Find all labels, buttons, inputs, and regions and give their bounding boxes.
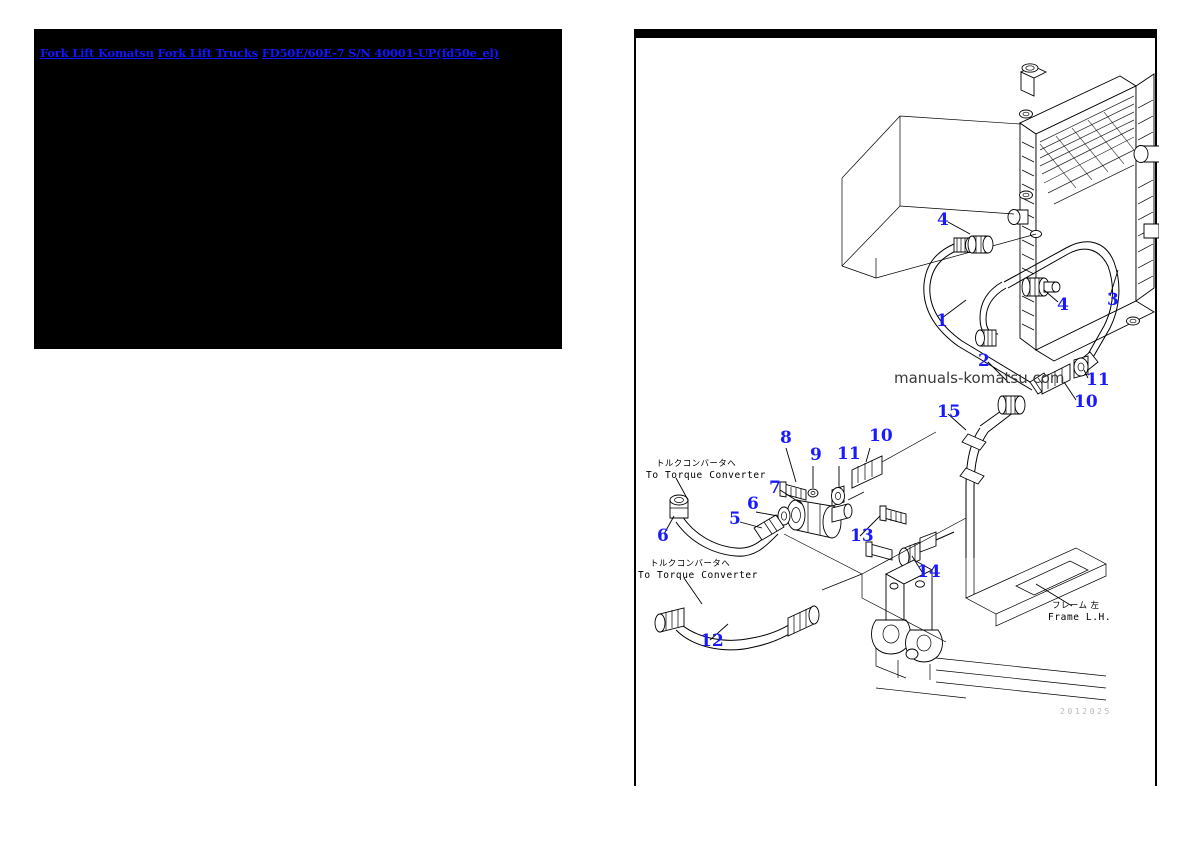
callout-label: 10 — [1074, 392, 1098, 412]
parts-diagram-panel: manuals-komatsu.com トルクコンバータへ To Torque … — [634, 29, 1159, 786]
annotation-jp-text: トルクコンバータへ — [650, 559, 730, 569]
hose-assembly-item-5 — [669, 494, 785, 557]
callout-label: 12 — [700, 631, 724, 651]
annotation-to-torque-converter-lower: トルクコンバータへ To Torque Converter — [638, 559, 758, 581]
callout-label: 4 — [1057, 295, 1069, 315]
breadcrumb: Fork Lift Komatsu Fork Lift Trucks FD50E… — [40, 47, 556, 60]
breadcrumb-link-catalog[interactable]: Fork Lift Komatsu — [40, 46, 154, 60]
hose-assembly-item-12 — [654, 605, 820, 651]
frame-left-hand-part — [871, 547, 1107, 701]
radiator-assembly — [1007, 63, 1159, 362]
callout-label: 2 — [978, 351, 990, 371]
callout-label: 6 — [657, 526, 669, 546]
annotation-jp-text: フレーム 左 — [1052, 600, 1099, 611]
drawing-number: 2012025 — [1060, 707, 1112, 716]
callout-label: 3 — [1107, 290, 1119, 310]
callout-label: 1 — [936, 311, 948, 331]
preview-panel: Fork Lift Komatsu Fork Lift Trucks FD50E… — [34, 29, 562, 349]
bracket-items-13-14 — [865, 505, 955, 567]
callout-leader-lines — [663, 221, 1119, 641]
watermark-text: manuals-komatsu.com — [894, 369, 1065, 387]
breadcrumb-link-category[interactable]: Fork Lift Trucks — [157, 46, 259, 60]
assembly-guide-lines — [783, 431, 975, 643]
callout-label: 8 — [780, 428, 792, 448]
callout-label: 14 — [917, 562, 941, 582]
callout-label: 4 — [937, 210, 949, 230]
callout-label: 6 — [747, 494, 759, 514]
pump-body-item-7 — [777, 455, 883, 539]
callout-label: 7 — [769, 478, 781, 498]
callout-label: 13 — [850, 526, 874, 546]
callout-label: 11 — [1086, 370, 1110, 390]
callout-label: 11 — [837, 444, 861, 464]
callout-label: 15 — [937, 402, 961, 422]
callout-label: 10 — [869, 426, 893, 446]
parts-diagram: manuals-komatsu.com トルクコンバータへ To Torque … — [638, 63, 1159, 716]
breadcrumb-link-model[interactable]: FD50E/60E-7 S/N 40001-UP(fd50e_el) — [261, 46, 499, 60]
callout-label: 9 — [810, 445, 822, 465]
oil-cooler-tube-3 — [975, 241, 1120, 371]
annotation-en-text: To Torque Converter — [638, 570, 758, 581]
annotation-frame-left-hand: フレーム 左 Frame L.H. — [1048, 600, 1111, 623]
annotation-en-text: Frame L.H. — [1048, 612, 1111, 623]
callout-label: 5 — [729, 509, 741, 529]
annotation-to-torque-converter-upper: トルクコンバータへ To Torque Converter — [646, 459, 766, 481]
annotation-jp-text: トルクコンバータへ — [656, 459, 736, 469]
annotation-en-text: To Torque Converter — [646, 470, 766, 481]
